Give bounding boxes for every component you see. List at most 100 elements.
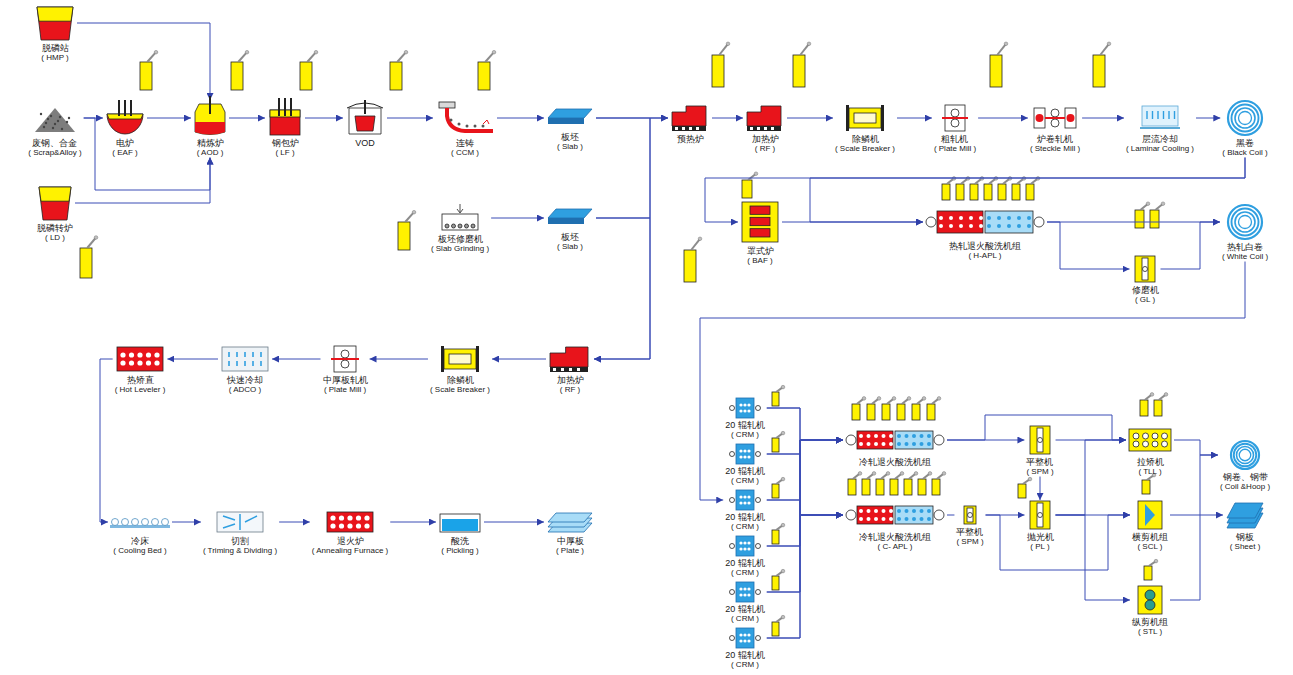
equipment-node: 纵剪机组( STL ) <box>1130 585 1170 637</box>
equipment-name: 精炼炉 <box>197 138 224 148</box>
sheet-icon <box>1225 500 1265 530</box>
apl-icon <box>845 425 945 455</box>
ladle-icon <box>35 5 75 41</box>
equipment-code: ( Cooling Bed ) <box>113 546 166 555</box>
equipment-name: 快速冷却 <box>227 375 263 385</box>
equipment-code: ( Sheet ) <box>1230 542 1261 551</box>
equipment-node: 20 辊轧机( CRM ) <box>723 398 767 440</box>
rf-icon <box>745 104 785 132</box>
coil-icon <box>1227 204 1263 240</box>
equipment-code: ( Plate Mill ) <box>934 144 976 153</box>
equipment-node: 板坯修磨机( Slab Grinding ) <box>429 204 491 254</box>
equipment-node: 冷轧退火酸洗机组( C- APL ) <box>843 500 947 552</box>
equipment-node: 快速冷却( ADCO ) <box>218 345 272 395</box>
equipment-code: ( Coil &Hoop ) <box>1220 482 1270 491</box>
gauge-symbol <box>927 397 941 420</box>
equipment-node: 抛光机( PL ) <box>1025 500 1056 552</box>
equipment-name: 板坯修磨机 <box>438 234 483 244</box>
equipment-code: ( Triming & Dividing ) <box>203 546 277 555</box>
crm-icon <box>730 536 760 556</box>
equipment-name: 钢卷、钢带 <box>1223 472 1268 482</box>
flow-arrow <box>712 118 743 119</box>
equipment-node: 退火炉( Annealing Furnace ) <box>310 510 391 556</box>
gauge-symbol <box>1026 177 1040 200</box>
equipment-node: 切割( Triming & Dividing ) <box>201 510 279 556</box>
stl-icon <box>1135 585 1165 615</box>
sb-icon <box>439 345 481 373</box>
equipment-code: ( Scale Breaker ) <box>835 144 895 153</box>
mill-icon <box>942 104 968 132</box>
gauge-symbol <box>772 477 785 498</box>
equipment-name: 冷轧退火酸洗机组 <box>859 532 931 542</box>
equipment-code: ( Scrap&Alloy ) <box>28 148 81 157</box>
equipment-code: ( LD ) <box>45 233 65 242</box>
flow-arrow <box>387 118 433 119</box>
gauge-symbol <box>918 472 932 495</box>
equipment-name: 炉卷轧机 <box>1037 134 1073 144</box>
gauge-symbol <box>140 50 158 90</box>
gauge-symbol <box>1135 202 1150 228</box>
flow-arrow <box>782 222 923 223</box>
equipment-name: 切割 <box>231 536 249 546</box>
coil-icon <box>1230 440 1260 470</box>
gauge-symbol <box>984 177 998 200</box>
equipment-node: 中厚板( Plate ) <box>544 510 596 556</box>
flow-arrow <box>279 522 310 523</box>
flow-arrow <box>767 440 843 546</box>
equipment-node: 钢包炉( LF ) <box>265 100 305 158</box>
equipment-node: 黑卷( Black Coil ) <box>1220 100 1269 158</box>
equipment-code: ( GL ) <box>1135 295 1155 304</box>
equipment-name: 预热炉 <box>677 134 704 144</box>
equipment-node: 罩式炉( BAF ) <box>738 200 782 266</box>
equipment-name: 修磨机 <box>1132 285 1159 295</box>
spm-icon <box>1134 255 1156 283</box>
equipment-name: 平整机 <box>956 527 983 537</box>
gauge-symbol <box>904 472 918 495</box>
equipment-name: 20 辊轧机 <box>725 420 765 430</box>
equipment-name: 冷轧退火酸洗机组 <box>859 457 931 467</box>
gauge-symbol <box>772 385 785 406</box>
equipment-name: 加热炉 <box>752 134 779 144</box>
equipment-code: ( C- APL ) <box>878 542 913 551</box>
gauge-symbol <box>1150 202 1165 228</box>
equipment-name: 罩式炉 <box>747 246 774 256</box>
baf-icon <box>740 200 780 244</box>
plate-icon <box>546 510 594 534</box>
equipment-name: VOD <box>355 138 375 148</box>
equipment-name: 黑卷 <box>1236 138 1254 148</box>
gauge-symbol <box>867 397 881 420</box>
ladle-icon <box>37 185 73 221</box>
flow-arrow <box>1161 222 1220 269</box>
equipment-code: ( CCM ) <box>451 148 479 157</box>
flow-arrow <box>497 118 544 119</box>
gauge-symbol <box>862 472 876 495</box>
equipment-code: ( CRM ) <box>731 522 759 531</box>
flow-arrow <box>1056 440 1127 515</box>
vod-icon <box>345 100 385 136</box>
equipment-node: 精炼炉( AOD ) <box>191 100 229 158</box>
equipment-code: ( STL ) <box>1138 627 1162 636</box>
crm-icon <box>730 628 760 648</box>
flow-arrow <box>594 218 650 359</box>
gauge-symbol <box>478 50 496 90</box>
equipment-code: ( TLL ) <box>1138 467 1161 476</box>
flow-arrow <box>767 440 843 454</box>
mill-icon <box>331 345 359 373</box>
gauge-symbol <box>772 523 785 544</box>
gauge-symbol <box>882 397 896 420</box>
eaf-icon <box>105 100 145 136</box>
flow-arrow <box>272 359 321 360</box>
flow-arrow <box>229 118 265 119</box>
flow-arrow <box>767 515 843 638</box>
equipment-name: 热轧白卷 <box>1227 242 1263 252</box>
gauge-symbol <box>772 569 785 590</box>
flow-arrow <box>787 118 833 119</box>
sb-icon <box>844 104 886 132</box>
equipment-node: 脱磷转炉( LD ) <box>35 185 75 243</box>
equipment-code: ( Slab ) <box>557 142 583 151</box>
equipment-code: ( RF ) <box>560 385 580 394</box>
scl-icon <box>1135 500 1165 530</box>
crm-icon <box>730 444 760 464</box>
equipment-node: 20 辊轧机( CRM ) <box>723 536 767 578</box>
